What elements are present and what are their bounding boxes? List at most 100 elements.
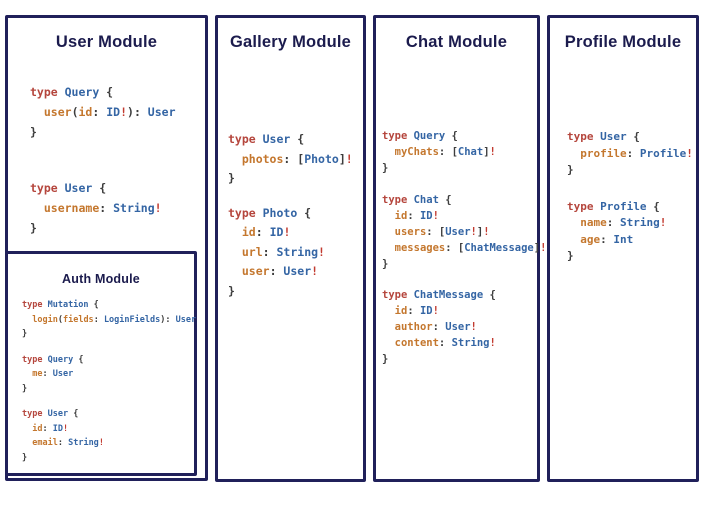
code-token: (	[71, 105, 79, 119]
code-token	[22, 369, 32, 379]
panel-gallery-module: Gallery Module type User { photos: [Phot…	[215, 15, 366, 482]
code-block: type User { profile: Profile!}	[567, 129, 693, 179]
code-token: id	[78, 105, 93, 119]
code-token: profile	[580, 146, 627, 160]
code-token: user	[241, 264, 270, 278]
code-line: }	[382, 256, 546, 272]
code-token: !	[63, 423, 69, 434]
code-token: :	[262, 244, 277, 259]
code-token: email	[32, 438, 58, 448]
code-token: !	[540, 241, 547, 254]
code-token: type	[567, 130, 601, 143]
code-line: user: User!	[228, 262, 353, 282]
code-token: !	[120, 105, 128, 119]
code-token: }	[382, 353, 389, 365]
code-line: id: ID!	[228, 223, 353, 243]
code-token: {	[489, 289, 496, 301]
code-token: !	[659, 216, 667, 229]
code-token: :	[92, 105, 107, 119]
code-token: !	[432, 209, 439, 222]
code-line: type Query {	[22, 353, 196, 368]
code-token: User	[147, 105, 176, 119]
code-token: id	[394, 305, 408, 317]
code-token: photos	[241, 151, 284, 166]
code-token	[382, 321, 395, 333]
code-token: type	[228, 205, 263, 220]
code-line: name: String!	[567, 215, 693, 232]
panel-chat-module: Chat Module type Query { myChats: [Chat]…	[373, 15, 546, 482]
code-line: type Chat {	[382, 192, 546, 208]
code-token	[228, 264, 242, 278]
code-token: !	[489, 146, 496, 158]
code-token: }	[382, 162, 389, 174]
code-line: id: ID!	[382, 303, 546, 319]
code-token: LoginFields	[103, 314, 161, 325]
code-token: :	[255, 225, 270, 239]
code-token: type	[228, 132, 263, 146]
code-token: !	[345, 151, 353, 166]
code-token: {	[445, 193, 452, 206]
code-token	[382, 305, 395, 317]
code-line: type Photo {	[228, 204, 353, 224]
code-line: type ChatMessage {	[382, 287, 546, 303]
code-token: Query	[47, 354, 79, 365]
code-token: :	[269, 264, 284, 278]
code-block: type User { username: String!}	[30, 178, 176, 238]
code-line: url: String!	[228, 243, 353, 263]
code-token: :	[407, 209, 420, 222]
code-token: ]	[533, 241, 541, 254]
code-token: }	[228, 171, 235, 185]
code-token: type	[30, 181, 65, 195]
code-line: type User {	[22, 407, 196, 422]
code-token: User	[52, 369, 74, 379]
code-token: ID	[106, 105, 121, 119]
code-line: }	[382, 160, 546, 176]
code-token: !	[98, 438, 104, 448]
code-token: type	[567, 199, 601, 213]
code-line: messages: [ChatMessage]!	[382, 240, 547, 256]
code-token: type	[22, 354, 48, 365]
code-token: : [	[445, 241, 465, 254]
code-token: type	[22, 300, 48, 310]
code-block: type ChatMessage { id: ID! author: User!…	[382, 287, 546, 367]
code-token: id	[241, 225, 256, 239]
code-line: type Query {	[30, 82, 176, 102]
code-token: type	[30, 85, 65, 99]
code-line: type User {	[30, 178, 176, 198]
code-block: type Query { me: User}	[22, 353, 196, 397]
code-token: content	[394, 337, 439, 349]
code-token: ID	[419, 305, 433, 317]
code-token: {	[633, 130, 640, 143]
code-line: }	[228, 282, 353, 302]
code-token: Chat	[457, 146, 484, 158]
code-token	[22, 315, 32, 325]
code-token: type	[382, 289, 414, 301]
code-line: users: [User!]!	[382, 224, 546, 240]
code-block: type Query { myChats: [Chat]!}	[382, 128, 546, 176]
code-token: :	[626, 146, 640, 160]
code-line: }	[567, 248, 693, 265]
code-block: type Profile { name: String! age: Int}	[567, 199, 693, 265]
code-token: }	[30, 125, 37, 139]
code-line: }	[228, 169, 353, 189]
code-token: ]	[476, 225, 484, 238]
code-token: id	[32, 423, 43, 434]
code-line: }	[30, 122, 176, 142]
code-token	[382, 146, 395, 158]
code-token: {	[99, 181, 107, 195]
user-module-title: User Module	[55, 33, 158, 51]
code-token: ChatMessage	[413, 289, 490, 301]
code-line: author: User!	[382, 319, 546, 335]
code-line: user(id: ID!): User	[30, 102, 176, 122]
code-token: String	[113, 201, 155, 215]
code-token	[30, 105, 44, 119]
code-token: }	[567, 249, 574, 262]
code-token	[228, 245, 242, 259]
code-token: }	[22, 452, 28, 463]
code-token: user	[43, 105, 72, 119]
chat-module-code: type Query { myChats: [Chat]!} type Chat …	[382, 128, 546, 383]
code-token: name	[580, 216, 607, 229]
code-token: String	[620, 216, 660, 229]
code-token: Photo	[262, 205, 305, 220]
code-line: }	[30, 218, 176, 238]
